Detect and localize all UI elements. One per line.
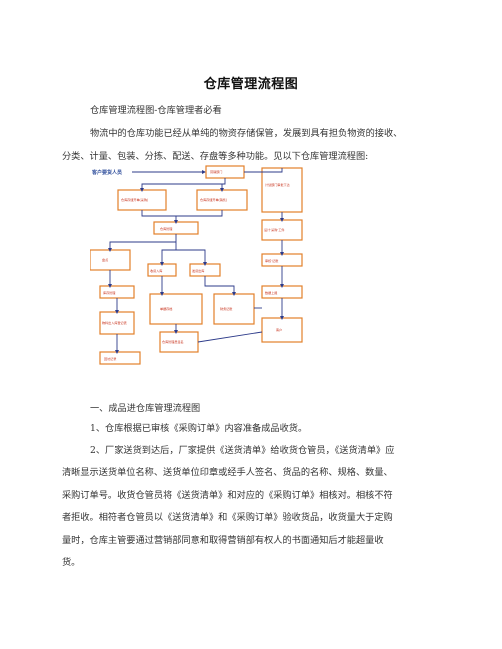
- flow-node-17: [99, 351, 141, 365]
- step-2-line-4: 者拒收。相符者仓管员以《送货清单》和《采购订单》验收货品，收货量大于定购: [62, 512, 393, 523]
- flow-node-3: [261, 167, 303, 213]
- section-1-heading: 一、成品进仓库管理流程图: [90, 403, 201, 414]
- flow-node-15-label: 仓库管理员签名: [162, 339, 184, 344]
- flow-node-6-label: 发货出库: [192, 268, 204, 273]
- flow-node-0-label: 营销部门: [210, 169, 222, 174]
- step-2-line-2: 清晰显示送货单位名称、送货单位印章或经手人签名、货品的名称、规格、数量、: [62, 467, 393, 478]
- flow-node-13-label: 数据上报: [265, 290, 277, 295]
- flowchart-svg: 客户要货人员 营销部门 仓库存储开单(采购) 仓库存储开单(销售) 计划部门审批…: [90, 165, 303, 365]
- step-2-line-6: 货。: [62, 557, 81, 568]
- flow-node-8-label: 审核·记账: [265, 258, 278, 263]
- flow-node-9: [90, 249, 131, 271]
- flowchart-start-label: 客户要货人员: [91, 169, 122, 176]
- flow-node-14-label: 物料出入库登记表: [102, 320, 127, 325]
- flow-node-10-label: 库存管理: [103, 290, 115, 295]
- flow-node-4-label: 仓库管理: [160, 226, 172, 231]
- flow-node-3-label: 计划部门审批下达: [265, 182, 290, 187]
- flow-node-12-label: 财务记账: [220, 306, 232, 311]
- flow-node-11-label: 单据存档: [160, 306, 172, 311]
- flow-node-17-label: 回访记录: [104, 356, 116, 361]
- flow-node-12: [213, 293, 255, 325]
- intro-line-2: 分类、计量、包装、分拣、配送、存盘等多种功能。见以下仓库管理流程图:: [62, 151, 369, 162]
- step-2-line-3: 采购订单号。收货仓管员将《送货清单》和对应的《采购订单》相核对。相核不符: [62, 490, 393, 501]
- flow-node-7-label: 设计·采购·工件: [264, 227, 285, 232]
- intro-line-1: 物流中的仓库功能已经从单纯的物资存储保管，发展到具有担负物资的接收、: [90, 128, 403, 139]
- flow-node-9-label: 盘点: [102, 257, 108, 262]
- flow-node-5-label: 收货入库: [150, 268, 162, 273]
- intro-heading: 仓库管理流程图-仓库管理者必看: [90, 105, 222, 116]
- flow-node-16-label: 客户: [276, 327, 282, 332]
- step-2-line-5: 量时，仓库主管要通过营销部同意和取得营销部有权人的书面通知后才能超量收: [62, 535, 384, 546]
- flow-node-11: [149, 293, 203, 325]
- step-1: 1、仓库根据已审核《采购订单》内容准备成品收货。: [90, 423, 308, 434]
- warehouse-flowchart: 客户要货人员 营销部门 仓库存储开单(采购) 仓库存储开单(销售) 计划部门审批…: [90, 162, 340, 394]
- step-2-line-1: 2、厂家送货到达后，厂家提供《送货清单》给收货仓管员，《送货清单》应: [90, 445, 395, 456]
- flow-node-2-label: 仓库存储开单(销售): [200, 197, 227, 202]
- page-title: 仓库管理流程图: [203, 77, 299, 92]
- flow-node-1-label: 仓库存储开单(采购): [121, 197, 148, 202]
